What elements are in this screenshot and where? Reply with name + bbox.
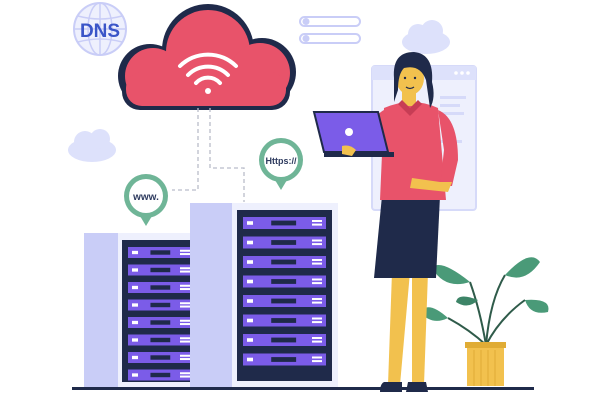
server-rack-right xyxy=(190,203,338,388)
toggle-pills xyxy=(299,16,361,44)
server-unit xyxy=(243,275,326,288)
small-cloud-right xyxy=(402,20,450,54)
server-unit xyxy=(243,236,326,249)
server-unit xyxy=(128,299,194,311)
server-unit xyxy=(243,217,326,229)
connector-lines xyxy=(172,108,245,202)
server-unit xyxy=(243,353,326,366)
small-cloud-left xyxy=(68,129,116,162)
server-unit xyxy=(128,264,194,276)
www-badge: www. xyxy=(124,174,168,226)
wifi-icon xyxy=(178,52,238,94)
ground-line xyxy=(72,387,534,390)
server-unit xyxy=(128,369,194,381)
cloud-icon xyxy=(118,4,296,110)
server-unit xyxy=(243,295,326,307)
server-unit xyxy=(128,282,194,293)
server-rack-left xyxy=(84,233,210,388)
server-unit xyxy=(243,256,326,268)
www-label: www. xyxy=(132,192,159,203)
plant-icon xyxy=(420,257,549,386)
server-unit xyxy=(128,317,194,328)
server-unit xyxy=(128,247,194,258)
server-unit xyxy=(128,334,194,346)
globe-icon xyxy=(73,2,127,56)
server-unit xyxy=(128,352,194,363)
https-badge: Https:// xyxy=(259,138,303,190)
https-label: Https:// xyxy=(266,156,297,166)
laptop-icon xyxy=(312,111,394,157)
dns-globe: DNS xyxy=(73,2,127,56)
dns-label: DNS xyxy=(80,21,120,42)
server-unit xyxy=(243,314,326,327)
server-unit xyxy=(243,334,326,346)
woman-hand xyxy=(342,145,356,156)
